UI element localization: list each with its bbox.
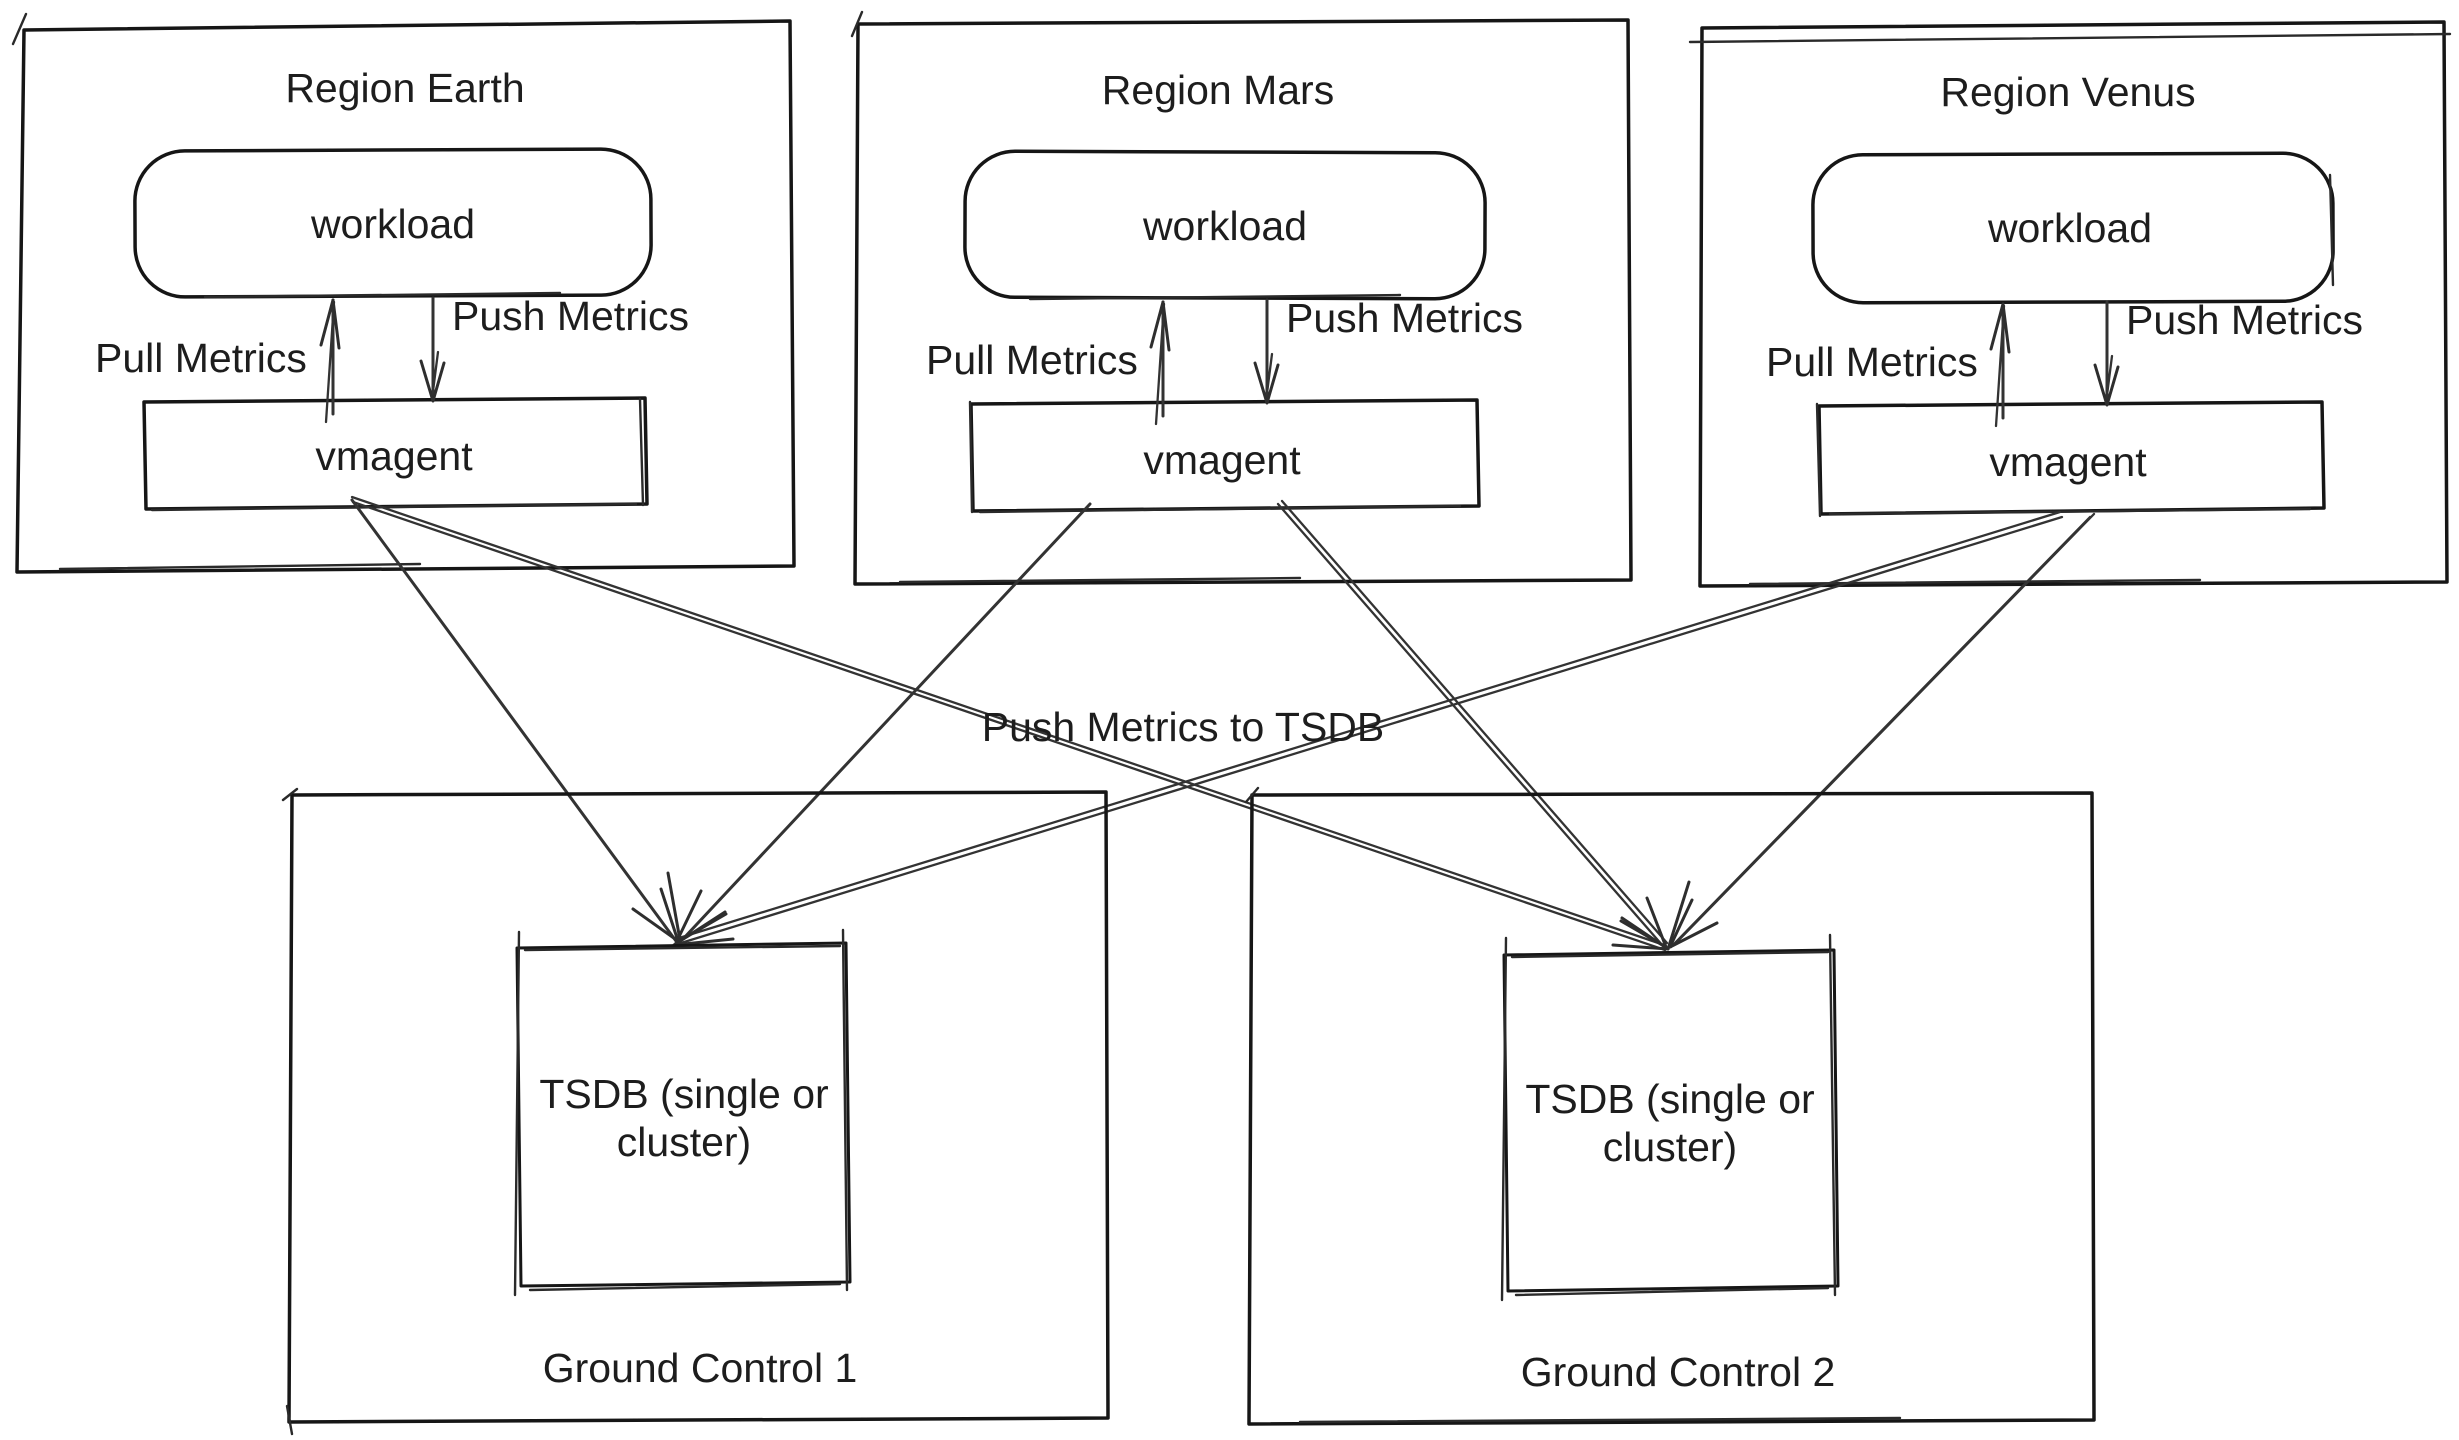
edge-venus-to-gc2 <box>1669 512 2096 949</box>
region-earth-push-arrow <box>419 296 446 403</box>
gc2-tsdb-label-line2: cluster) <box>1603 1124 1737 1170</box>
region-mars: Region Mars workload vmagent Pull Metric… <box>850 10 1633 586</box>
region-venus-push-label: Push Metrics <box>2126 297 2363 343</box>
ground-control-1: TSDB (single or cluster) Ground Control … <box>281 787 1110 1436</box>
region-mars-border <box>853 18 1633 586</box>
edge-mars-to-gc2 <box>1276 499 1669 948</box>
region-earth-vmagent-sketch <box>150 397 645 512</box>
region-earth-border <box>15 19 796 574</box>
region-venus-border <box>1698 20 2449 588</box>
region-venus-pull-arrow <box>1989 302 2011 428</box>
region-mars-workload-label: workload <box>1142 203 1307 249</box>
region-venus-workload-box <box>1811 151 2335 305</box>
region-earth-workload-sketch <box>203 291 562 299</box>
push-to-tsdb-connectors <box>350 495 2096 952</box>
region-mars-vmagent-sketch <box>968 400 1462 514</box>
gc2-tsdb-label-line1: TSDB (single or <box>1525 1076 1814 1122</box>
region-earth: Region Earth workload vmagent Pull Metri… <box>11 12 796 574</box>
ground-control-2-border <box>1247 791 2096 1426</box>
region-mars-border-sketch <box>850 10 1302 584</box>
region-mars-vmagent-label: vmagent <box>1143 437 1301 483</box>
region-mars-push-arrow <box>1253 298 1280 405</box>
region-earth-vmagent-box <box>142 396 649 511</box>
region-venus-vmagent-sketch <box>1815 402 2312 518</box>
edge-venus-to-gc1 <box>677 510 2064 945</box>
gc1-tsdb-label-line2: cluster) <box>617 1119 751 1165</box>
region-venus-title: Region Venus <box>1940 69 2195 115</box>
region-earth-title: Region Earth <box>285 65 524 111</box>
region-earth-pull-label: Pull Metrics <box>95 335 307 381</box>
region-venus-vmagent-label: vmagent <box>1989 439 2147 485</box>
ground-control-1-border-sketch <box>281 787 299 1436</box>
ground-control-2: TSDB (single or cluster) Ground Control … <box>1244 786 2096 1426</box>
region-mars-pull-arrow <box>1149 300 1171 426</box>
ground-control-1-title: Ground Control 1 <box>543 1345 858 1391</box>
region-venus-pull-label: Pull Metrics <box>1766 339 1978 385</box>
region-earth-pull-arrow <box>319 298 341 424</box>
gc1-tsdb-label-line1: TSDB (single or <box>539 1071 828 1117</box>
edge-mars-to-gc1 <box>681 502 1092 941</box>
region-earth-vmagent-label: vmagent <box>315 433 473 479</box>
region-mars-workload-sketch <box>1028 293 1402 301</box>
ground-control-2-border-sketch <box>1244 786 1902 1424</box>
ground-control-2-tsdb-sketch <box>1500 933 1837 1302</box>
region-earth-workload-label: workload <box>310 201 475 247</box>
ground-control-2-tsdb-box <box>1502 948 1840 1293</box>
push-metrics-to-tsdb-label: Push Metrics to TSDB <box>982 704 1385 750</box>
arrowheads-gc1-tsdb <box>631 871 735 947</box>
region-mars-pull-label: Pull Metrics <box>926 337 1138 383</box>
region-venus-vmagent-box <box>1817 400 2326 516</box>
region-venus: Region Venus workload vmagent Pull Metri… <box>1688 20 2452 588</box>
arrowheads-gc2-tsdb <box>1611 880 1719 951</box>
region-mars-title: Region Mars <box>1102 67 1334 113</box>
region-venus-workload-sketch <box>2328 173 2335 287</box>
ground-control-1-tsdb-sketch <box>513 928 849 1297</box>
region-venus-push-arrow <box>2093 300 2120 407</box>
ground-control-1-tsdb-box <box>515 941 852 1288</box>
region-mars-push-label: Push Metrics <box>1286 295 1523 341</box>
edge-earth-to-gc1 <box>350 498 678 943</box>
ground-control-1-border <box>287 790 1110 1424</box>
region-earth-border-sketch <box>11 12 422 571</box>
region-earth-push-label: Push Metrics <box>452 293 689 339</box>
edge-earth-to-gc2 <box>350 495 1667 952</box>
region-venus-workload-label: workload <box>1987 205 2152 251</box>
ground-control-2-title: Ground Control 2 <box>1521 1349 1836 1395</box>
